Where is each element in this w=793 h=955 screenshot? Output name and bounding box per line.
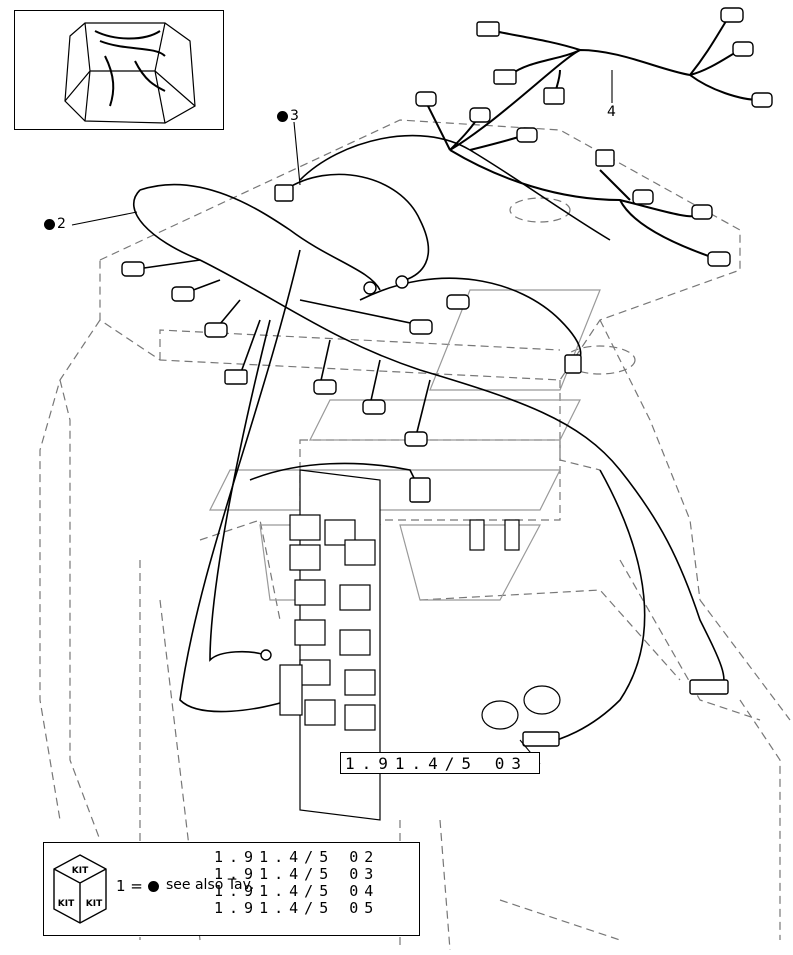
kit-legend: KIT KIT KIT 1 = see also Tav. 1.91.4/5 0… [43, 842, 420, 936]
callout-2: 2 [44, 216, 66, 232]
kit-reference: 1.91.4/5 04 [214, 882, 380, 900]
svg-text:KIT: KIT [58, 899, 75, 909]
kit-dot-icon [277, 110, 288, 122]
cab-overview-drawing [64, 22, 196, 124]
kit-reference: 1.91.4/5 03 [214, 865, 380, 883]
cab-overview-inset [14, 10, 224, 130]
kit-dot-icon [147, 881, 159, 892]
cab-outline [39, 119, 791, 951]
see-also-text: see also Tav. [166, 877, 255, 893]
watermark-logo [209, 289, 601, 601]
svg-text:KIT: KIT [86, 899, 103, 909]
kit-reference: 1.91.4/5 02 [214, 848, 380, 866]
kit-reference: 1.91.4/5 05 [214, 899, 380, 917]
harness-2 [129, 183, 725, 746]
kit-reference-list: 1.91.4/5 02 1.91.4/5 03 1.91.4/5 04 1.91… [214, 849, 379, 917]
kit-dot-icon [44, 218, 55, 230]
callout-4: 4 [607, 104, 616, 120]
kit-equation: 1 = [116, 877, 161, 895]
fuse-box [279, 469, 561, 821]
harness-3 [284, 134, 611, 281]
harness-4 [424, 14, 761, 261]
svg-text:KIT: KIT [72, 866, 89, 876]
connectors [121, 7, 773, 747]
reference-box: 1.91.4/5 03 [340, 752, 540, 774]
kit-cube-icon: KIT KIT KIT [53, 854, 107, 924]
callout-3: 3 [277, 108, 299, 124]
